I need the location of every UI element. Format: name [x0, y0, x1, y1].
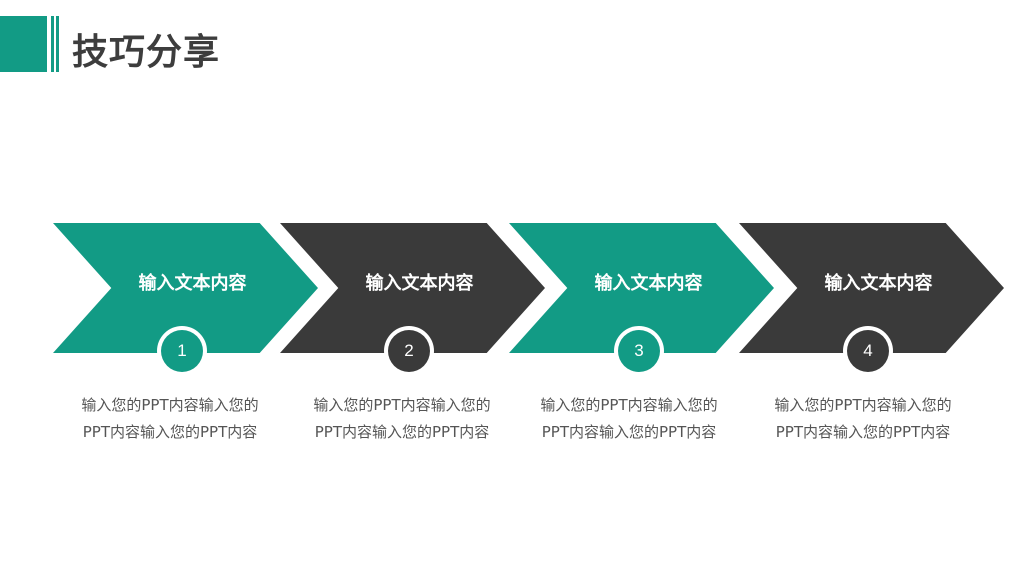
step-description-line: PPT内容输入您的PPT内容 — [541, 423, 717, 441]
step-description-line: 输入您的PPT内容输入您的 — [540, 396, 718, 414]
page-title: 技巧分享 — [72, 32, 221, 73]
step-number-2: 2 — [388, 330, 430, 372]
step-description-line: 输入您的PPT内容输入您的 — [313, 396, 491, 414]
step-description-3: 输入您的PPT内容输入您的 PPT内容输入您的PPT内容 — [524, 392, 734, 446]
step-description-4: 输入您的PPT内容输入您的 PPT内容输入您的PPT内容 — [758, 392, 968, 446]
step-label-4: 输入文本内容 — [824, 273, 933, 294]
title-accent-block — [0, 16, 47, 72]
title-accent-bar — [51, 16, 54, 72]
step-description-line: PPT内容输入您的PPT内容 — [314, 423, 490, 441]
step-description-line: PPT内容输入您的PPT内容 — [82, 423, 258, 441]
step-description-line: 输入您的PPT内容输入您的 — [81, 396, 259, 414]
step-badge-1: 1 — [157, 326, 207, 376]
step-label-3: 输入文本内容 — [594, 273, 703, 294]
title-accent-bar — [56, 16, 59, 72]
step-badge-3: 3 — [614, 326, 664, 376]
step-description-line: 输入您的PPT内容输入您的 — [774, 396, 952, 414]
step-badge-2: 2 — [384, 326, 434, 376]
step-number-1: 1 — [161, 330, 203, 372]
step-number-4: 4 — [847, 330, 889, 372]
step-description-1: 输入您的PPT内容输入您的 PPT内容输入您的PPT内容 — [65, 392, 275, 446]
step-badge-4: 4 — [843, 326, 893, 376]
step-label-1: 输入文本内容 — [138, 273, 247, 294]
step-description-line: PPT内容输入您的PPT内容 — [775, 423, 951, 441]
step-number-3: 3 — [618, 330, 660, 372]
step-description-2: 输入您的PPT内容输入您的 PPT内容输入您的PPT内容 — [297, 392, 507, 446]
step-label-2: 输入文本内容 — [365, 273, 474, 294]
